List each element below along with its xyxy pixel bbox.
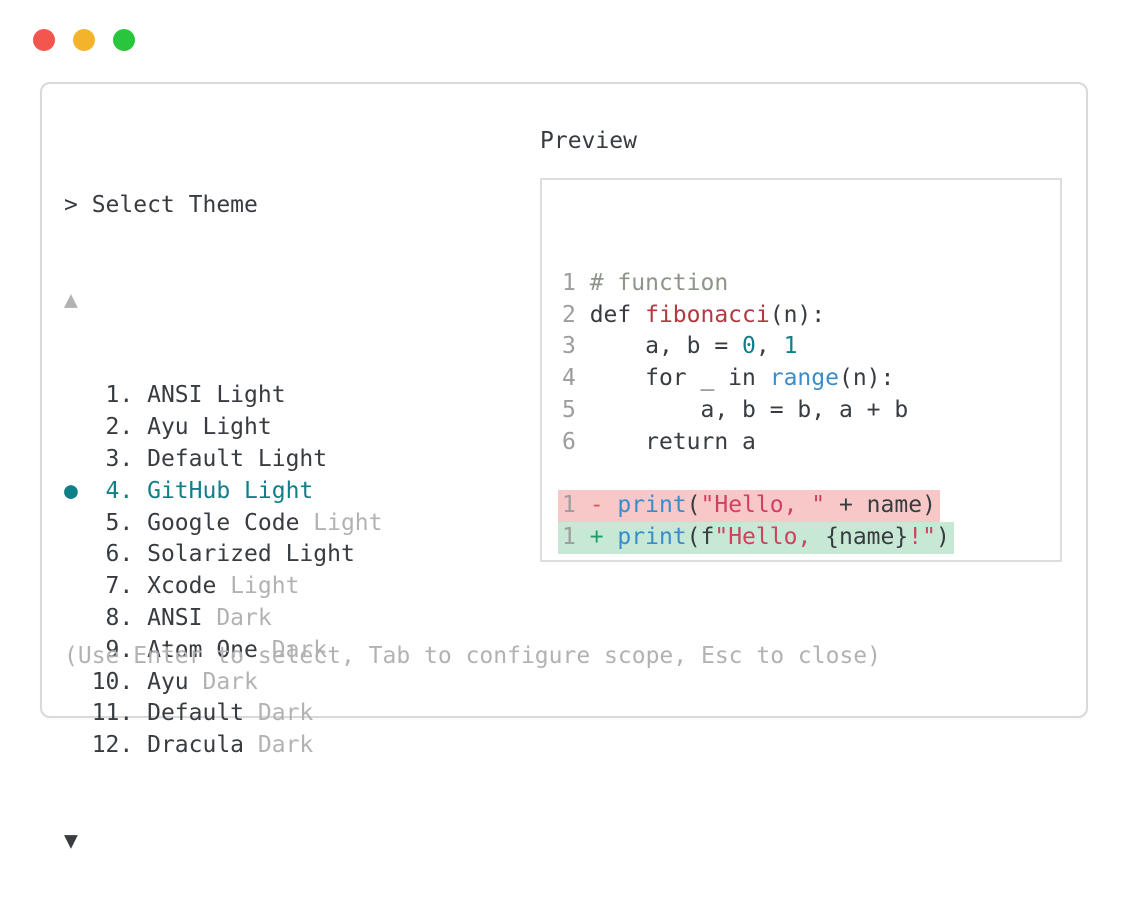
theme-item-number: 8. <box>91 604 148 631</box>
theme-list-item[interactable]: 12. Dracula Dark <box>64 730 383 762</box>
zoom-button[interactable] <box>113 29 135 51</box>
theme-item-number: 12. <box>91 732 148 759</box>
theme-item-suffix: Dark <box>244 732 314 759</box>
bullet-spacer <box>64 510 92 536</box>
theme-item-number: 3. <box>91 445 148 472</box>
code-line: 3 a, b = 0, 1 <box>562 333 798 360</box>
theme-list-item[interactable]: 3. Default Light <box>64 444 383 476</box>
theme-item-label: Dracula <box>147 732 245 759</box>
bullet-spacer <box>64 446 92 472</box>
theme-item-number: 10. <box>91 668 148 695</box>
bullet-spacer <box>64 541 92 567</box>
code-line: 5 a, b = b, a + b <box>562 396 909 423</box>
theme-item-number: 4. <box>91 477 148 504</box>
theme-item-number: 9. <box>91 636 148 663</box>
theme-list-item[interactable]: 10. Ayu Dark <box>64 667 383 699</box>
code-line: 4 for _ in range(n): <box>562 365 895 392</box>
theme-item-number: 6. <box>91 541 148 568</box>
theme-item-label: Default <box>147 700 245 727</box>
theme-item-label: Xcode <box>147 573 217 600</box>
bullet-spacer <box>64 700 92 726</box>
theme-item-label: ANSI Light <box>147 382 286 409</box>
theme-list-item[interactable]: 8. ANSI Dark <box>64 603 383 635</box>
theme-item-suffix: Dark <box>257 636 328 663</box>
theme-item-number: 11. <box>91 700 148 727</box>
theme-list-item[interactable]: 1. ANSI Light <box>64 380 383 412</box>
theme-selector-window: > Select Theme ▲ 1. ANSI Light 2. Ayu Li… <box>40 82 1088 854</box>
preview-code: 1 # function 2 def fibonacci(n): 3 a, b = … <box>542 180 1060 554</box>
theme-item-number: 7. <box>91 573 148 600</box>
bullet-spacer <box>64 573 92 599</box>
theme-selector-pane: > Select Theme ▲ 1. ANSI Light 2. Ayu Li… <box>64 126 383 921</box>
scroll-down-icon[interactable]: ▼ <box>64 827 78 854</box>
theme-item-label: ANSI <box>147 604 203 631</box>
preview-title: Preview <box>540 128 637 154</box>
bullet-spacer <box>64 732 92 758</box>
code-line: 1 + print(f"Hello, {name}!") <box>558 522 1060 554</box>
theme-item-suffix: Light <box>216 573 300 600</box>
theme-item-number: 2. <box>91 414 148 441</box>
theme-item-suffix: Dark <box>244 700 314 727</box>
code-line: 2 def fibonacci(n): <box>562 301 826 328</box>
window-controls <box>33 29 135 51</box>
preview-panel: 1 # function 2 def fibonacci(n): 3 a, b = … <box>540 178 1062 562</box>
theme-item-number: 1. <box>91 382 148 409</box>
bullet-spacer <box>64 382 92 408</box>
theme-list-item[interactable]: 11. Default Dark <box>64 698 383 730</box>
close-button[interactable] <box>33 29 55 51</box>
theme-item-label: Ayu <box>147 668 189 695</box>
help-hint-text: (Use Enter to select, Tab to configure s… <box>64 643 881 669</box>
theme-list-item[interactable]: 9. Atom One Dark <box>64 635 383 667</box>
code-line: 6 return a <box>562 428 756 455</box>
code-line: 1 - print("Hello, " + name) <box>558 490 1060 523</box>
code-line <box>562 459 1060 491</box>
select-theme-title: > Select Theme <box>64 191 258 218</box>
theme-list-item[interactable]: ● 4. GitHub Light <box>64 476 383 508</box>
theme-list-item[interactable]: 5. Google Code Light <box>64 508 383 540</box>
diff-removed-line: 1 - print("Hello, " + name) <box>558 490 940 523</box>
theme-item-label: Default Light <box>147 445 328 472</box>
theme-list-item[interactable]: 6. Solarized Light <box>64 539 383 571</box>
theme-item-suffix: Dark <box>188 668 258 695</box>
theme-item-label: Solarized Light <box>147 541 355 568</box>
theme-item-suffix: Light <box>299 509 383 536</box>
theme-list-item[interactable]: 7. Xcode Light <box>64 571 383 603</box>
theme-list-item[interactable]: 2. Ayu Light <box>64 412 383 444</box>
selected-bullet-icon: ● <box>64 477 92 504</box>
bullet-spacer <box>64 605 92 631</box>
theme-item-suffix: Dark <box>202 604 272 631</box>
bullet-spacer <box>64 414 92 440</box>
diff-added-line: 1 + print(f"Hello, {name}!") <box>558 522 954 554</box>
theme-item-label: Ayu Light <box>147 414 272 441</box>
scroll-up-icon[interactable]: ▲ <box>64 286 78 313</box>
theme-item-label: Atom One <box>147 636 258 663</box>
theme-item-label: GitHub Light <box>147 477 314 504</box>
theme-item-number: 5. <box>91 509 148 536</box>
code-line <box>562 236 1060 268</box>
theme-item-label: Google Code <box>147 509 300 536</box>
minimize-button[interactable] <box>73 29 95 51</box>
code-line: 1 # function <box>562 269 729 296</box>
theme-list: 1. ANSI Light 2. Ayu Light 3. Default Li… <box>64 380 383 762</box>
